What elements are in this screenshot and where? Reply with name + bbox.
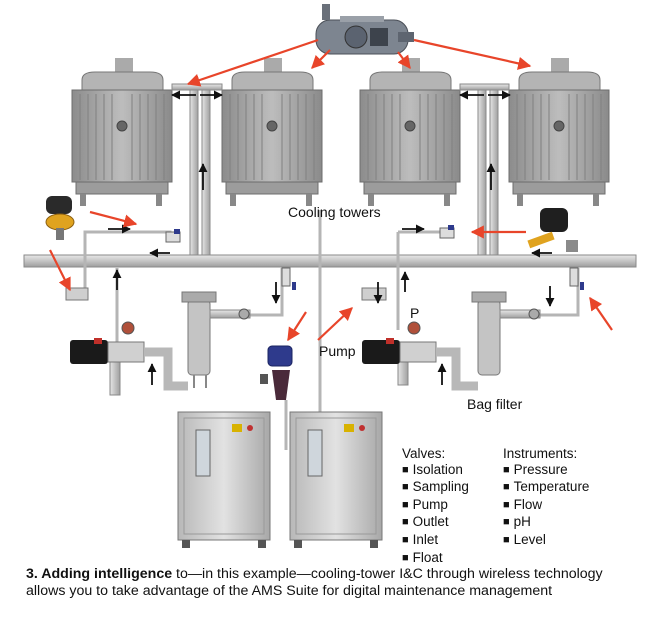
right-pump-skid	[361, 287, 541, 391]
legend-valve-item: Outlet	[402, 514, 469, 532]
small-sensors	[165, 225, 584, 290]
control-cabinet-right	[289, 411, 383, 548]
label-cooling-towers: Cooling towers	[288, 204, 381, 220]
tower-header-pipes	[171, 83, 510, 256]
legend-valve-item: Float	[402, 550, 469, 568]
flow-arrows	[108, 90, 555, 385]
cooling-tower-diagram	[23, 4, 637, 548]
legend-valve-item: Pump	[402, 497, 469, 515]
legend-instrument-item: Pressure	[503, 462, 589, 480]
label-pump: Pump	[319, 343, 356, 359]
caption-text: to—in this example—cooling-tower I&C thr…	[26, 566, 603, 599]
legend-valves: Valves: Isolation Sampling Pump Outlet I…	[402, 446, 469, 567]
legend-instrument-item: Level	[503, 532, 589, 550]
wireless-gateway-device	[315, 4, 414, 55]
figure-caption: 3. Adding intelligence to—in this exampl…	[26, 566, 641, 599]
actuated-valve-right	[527, 208, 578, 252]
float-valve-left	[45, 196, 75, 240]
legend-instruments-title: Instruments:	[503, 446, 578, 461]
legend-instrument-item: pH	[503, 514, 589, 532]
legend-valves-title: Valves:	[402, 446, 446, 461]
legend-instrument-item: Temperature	[503, 479, 590, 497]
pump-valve-center	[260, 345, 293, 400]
legend-instruments: Instruments: Pressure Temperature Flow p…	[503, 446, 589, 550]
legend-instrument-item: Flow	[503, 497, 589, 515]
wireless-signal-arrows	[49, 38, 613, 342]
cooling-tower-1	[71, 58, 173, 206]
label-pressure-p: P	[410, 305, 420, 321]
cooling-tower-4	[508, 58, 610, 206]
cooling-tower-2	[221, 58, 323, 206]
left-pump-skid	[65, 287, 251, 396]
cooling-tower-3	[359, 58, 461, 206]
legend-valve-item: Sampling	[402, 479, 469, 497]
caption-bold: 3. Adding intelligence	[26, 566, 173, 582]
legend-valve-item: Isolation	[402, 462, 469, 480]
main-header-pipe	[23, 254, 637, 268]
legend-valve-item: Inlet	[402, 532, 469, 550]
control-cabinet-left	[177, 411, 271, 548]
label-bag-filter: Bag filter	[467, 396, 523, 412]
